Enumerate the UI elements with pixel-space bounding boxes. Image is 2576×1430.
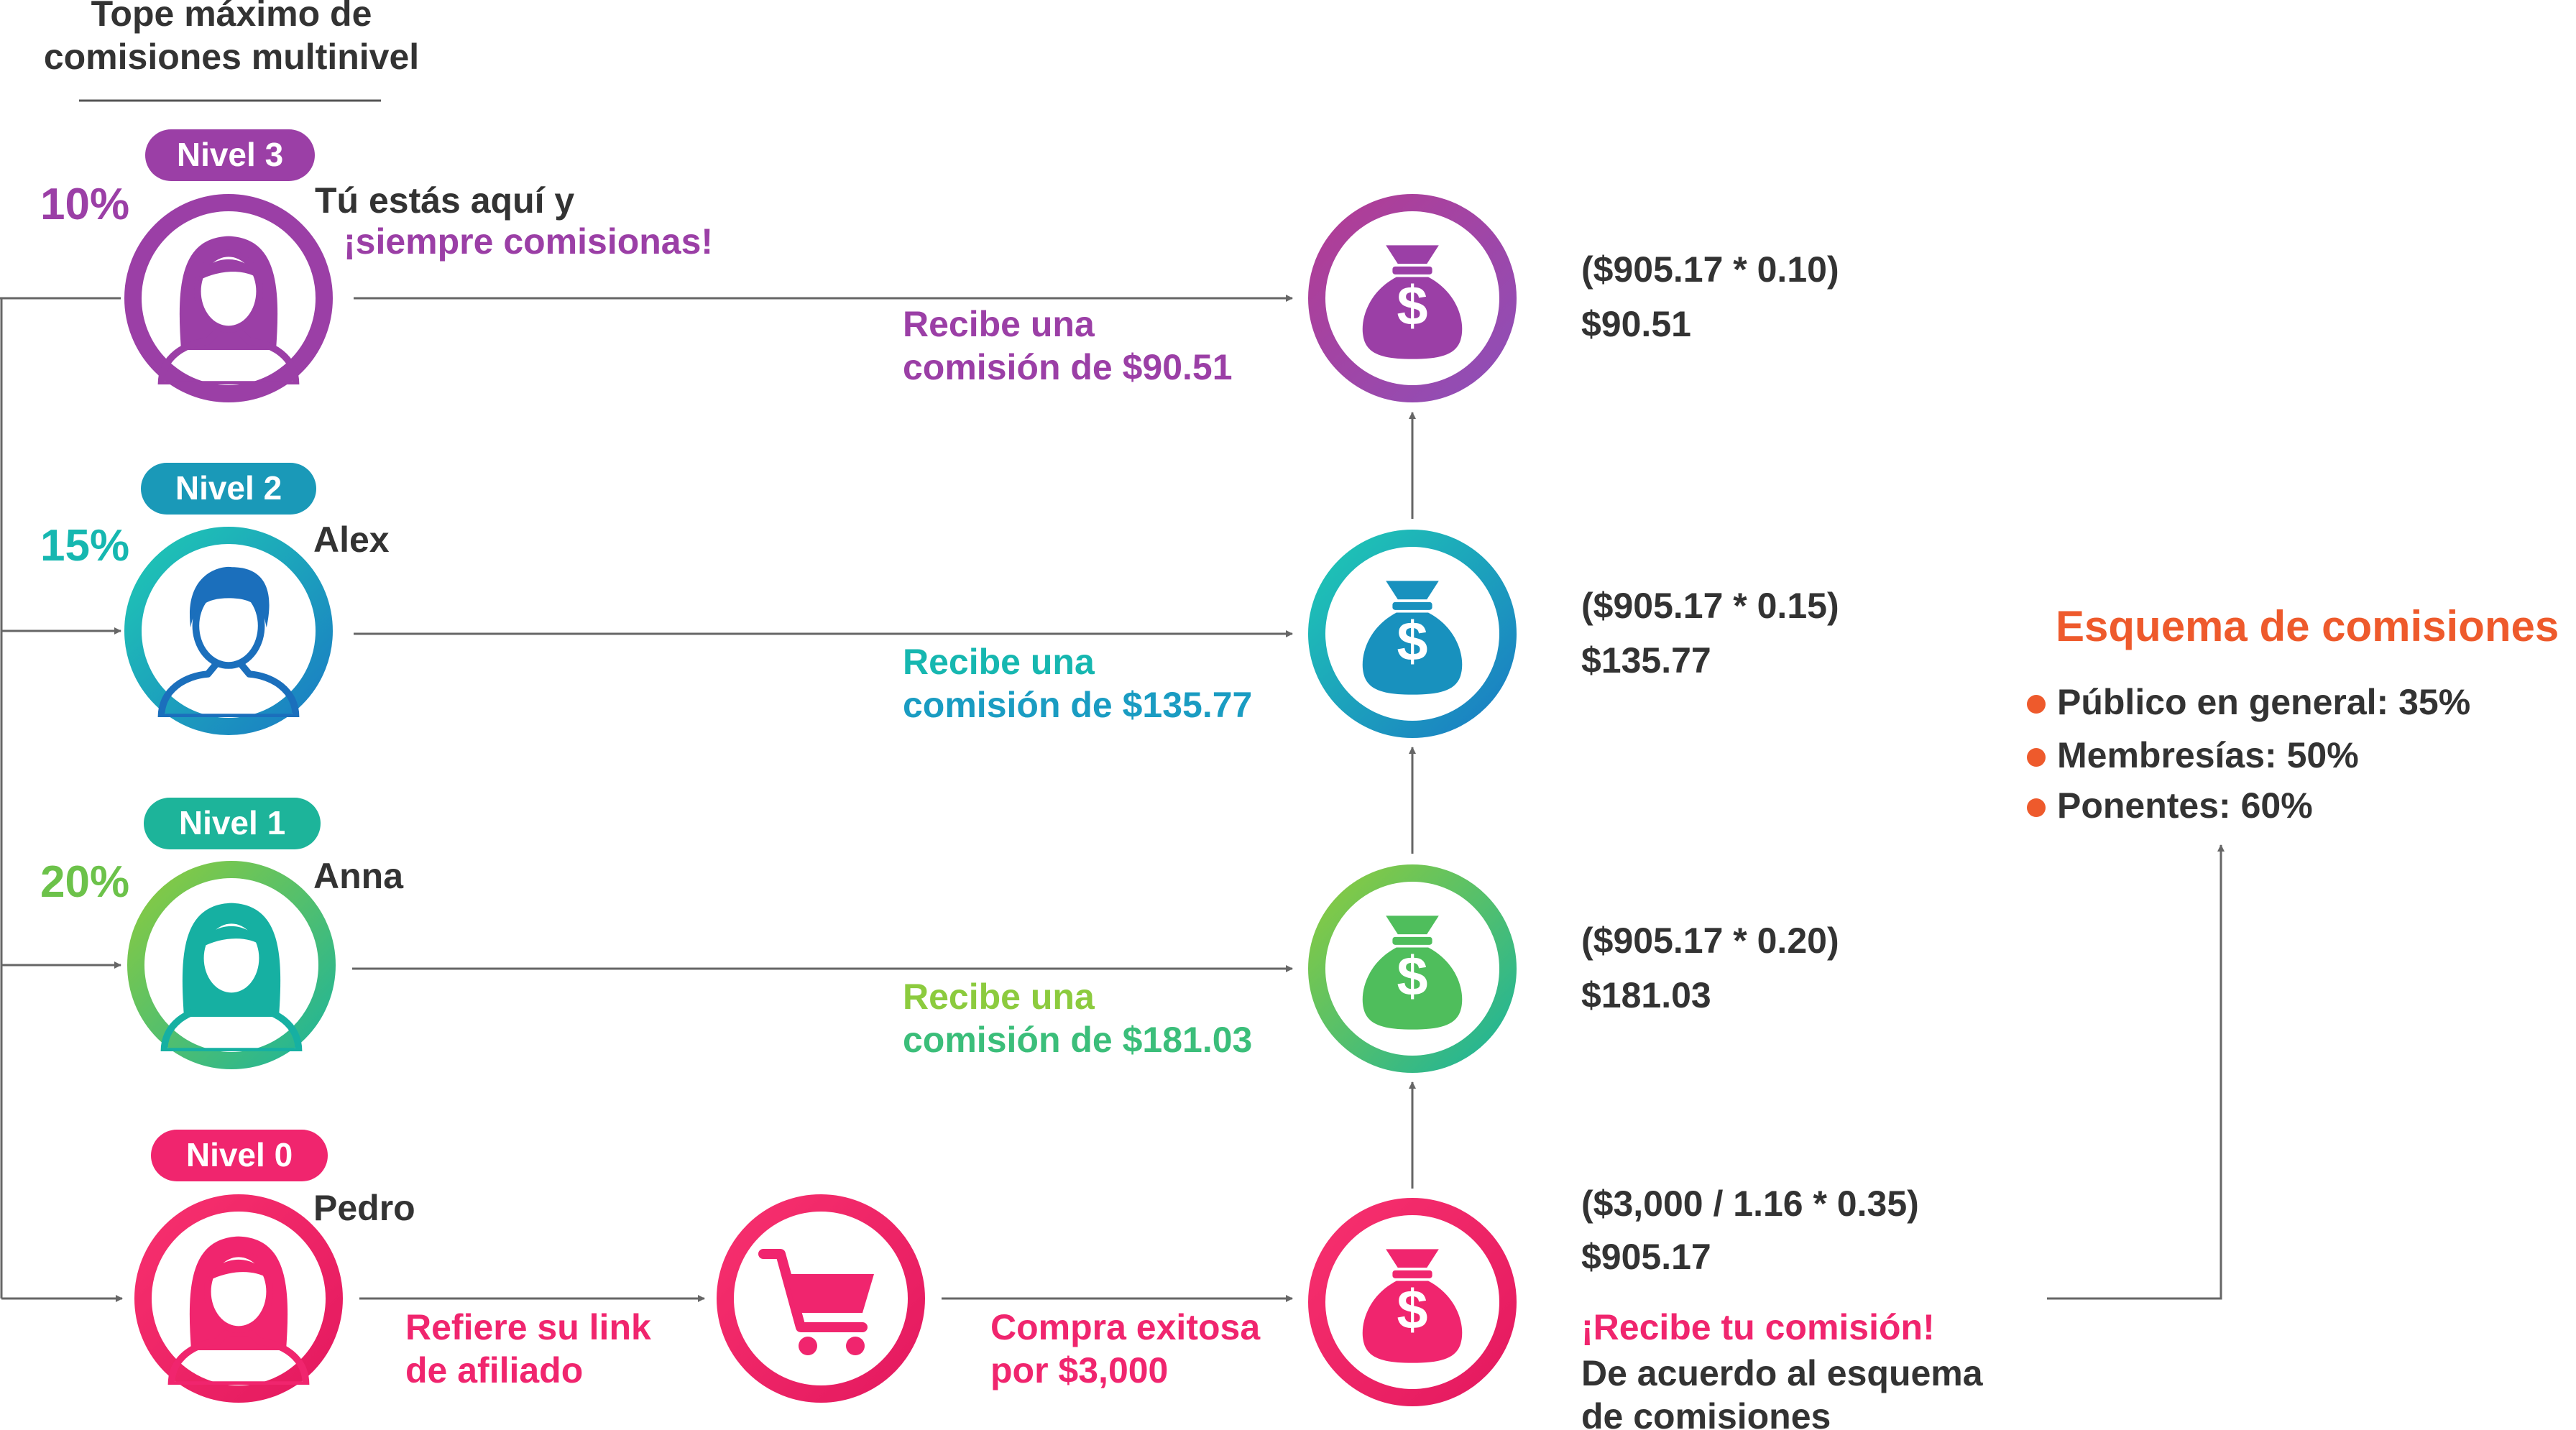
level-2-calc-formula: ($905.17 * 0.15) xyxy=(1581,586,1839,626)
scheme-bullet-1 xyxy=(2027,695,2046,714)
level-2-calc-result: $135.77 xyxy=(1581,640,1711,681)
level-0-purchase-line2: por $3,000 xyxy=(990,1350,1168,1390)
level-2-commission-line1: Recibe una xyxy=(903,642,1095,682)
level-0-calc-result: $905.17 xyxy=(1581,1237,1711,1277)
level-0-name: Pedro xyxy=(313,1188,415,1228)
level-0-calc-formula: ($3,000 / 1.16 * 0.35) xyxy=(1581,1184,1919,1224)
level-3-name-line1: Tú estás aquí y xyxy=(315,180,574,221)
level-1-commission-line2: comisión de $181.03 xyxy=(903,1020,1252,1060)
level-1-percent: 20% xyxy=(40,857,129,907)
header-title-line2: comisiones multinivel xyxy=(44,37,419,77)
level-0-badge-label: Nivel 0 xyxy=(186,1136,293,1173)
level-3-name-line2: ¡siempre comisionas! xyxy=(344,221,713,262)
level-3-badge-label: Nivel 3 xyxy=(177,136,283,173)
level-1-calc-result: $181.03 xyxy=(1581,975,1711,1015)
level-3-commission-line1: Recibe una xyxy=(903,304,1095,344)
scheme-item-2: Membresías: 50% xyxy=(2057,735,2359,775)
header-title-line1: Tope máximo de xyxy=(91,0,372,34)
level-3-commission-line2: comisión de $90.51 xyxy=(903,347,1233,387)
level-2-name: Alex xyxy=(313,520,390,560)
scheme-bullet-2 xyxy=(2027,748,2046,767)
level-3-row: Nivel 3 10% Tú estás aquí y ¡siempre com… xyxy=(40,129,1839,402)
level-2-commission-line2: comisión de $135.77 xyxy=(903,685,1252,725)
level-0-purchase-line1: Compra exitosa xyxy=(990,1307,1261,1347)
level-0-badge xyxy=(151,1130,328,1181)
level-3-badge xyxy=(145,129,315,181)
level-1-calc-formula: ($905.17 * 0.20) xyxy=(1581,921,1839,961)
scheme-item-3: Ponentes: 60% xyxy=(2057,785,2313,826)
level-0-refer-line2: de afiliado xyxy=(405,1350,583,1390)
level-2-row: Nivel 2 15% Alex Recibe una comisión de … xyxy=(40,463,1839,738)
level-2-badge xyxy=(141,463,316,515)
level-1-commission-line1: Recibe una xyxy=(903,977,1095,1017)
level-0-receive-title: ¡Recibe tu comisión! xyxy=(1581,1307,1935,1347)
scheme-title: Esquema de comisiones xyxy=(2056,602,2559,650)
commission-scheme: Esquema de comisiones Público en general… xyxy=(2027,602,2559,826)
level-1-name: Anna xyxy=(313,856,404,896)
scheme-connector-arrow xyxy=(2047,844,2225,1300)
level-0-row: Nivel 0 Pedro Refiere su link de afiliad… xyxy=(134,844,2225,1430)
level-1-row: Nivel 1 20% Anna Recibe una comisión de … xyxy=(40,798,1839,1073)
scheme-bullet-3 xyxy=(2027,798,2046,817)
level-2-percent: 15% xyxy=(40,521,129,571)
scheme-item-1: Público en general: 35% xyxy=(2057,682,2470,722)
level-3-calc-formula: ($905.17 * 0.10) xyxy=(1581,249,1839,290)
header: Tope máximo de comisiones multinivel xyxy=(44,0,419,102)
left-connector xyxy=(0,297,123,1302)
level-0-receive-line1: De acuerdo al esquema xyxy=(1581,1353,1984,1393)
level-1-badge-label: Nivel 1 xyxy=(179,804,285,841)
level-1-badge xyxy=(144,798,321,849)
level-0-receive-line2: de comisiones xyxy=(1581,1396,1831,1430)
level-3-calc-result: $90.51 xyxy=(1581,304,1691,344)
level-0-refer-line1: Refiere su link xyxy=(405,1307,651,1347)
level-2-badge-label: Nivel 2 xyxy=(175,469,282,507)
level-3-percent: 10% xyxy=(40,180,129,229)
